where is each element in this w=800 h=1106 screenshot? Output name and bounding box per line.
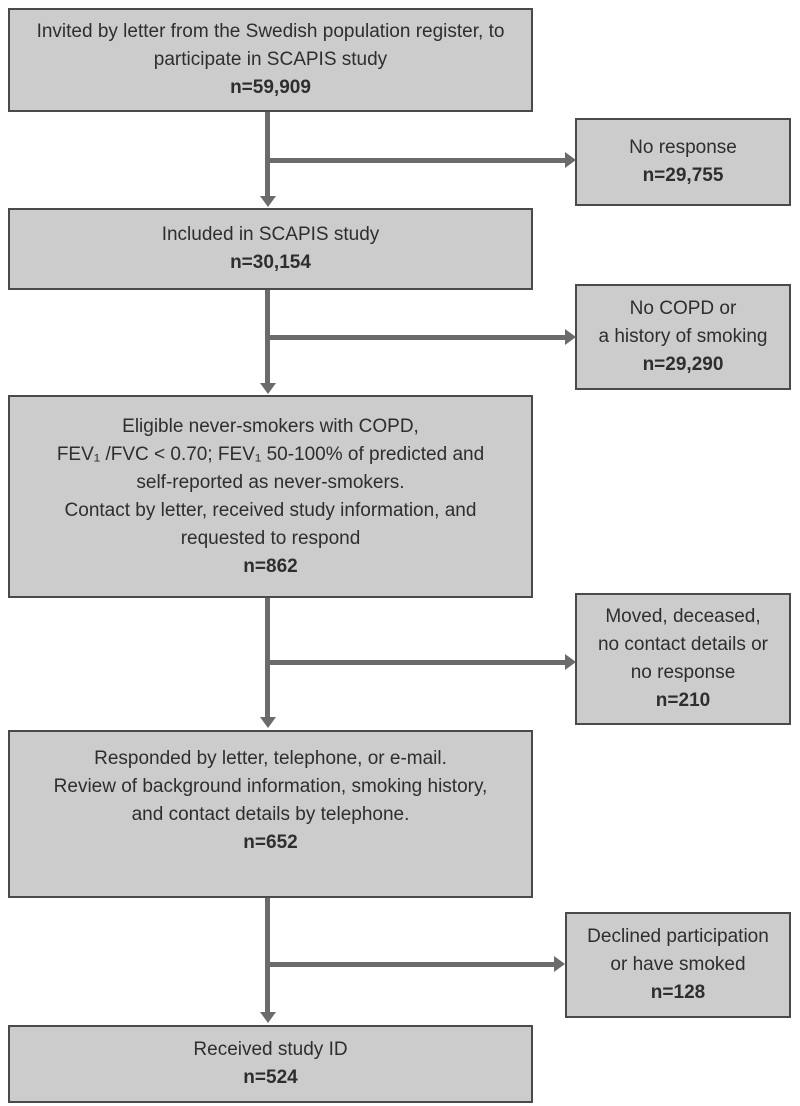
flow-box-responded-text: Responded by letter, telephone, or e-mai… [53,748,488,825]
arrow-branch-3-line [267,660,566,665]
flow-box-invited-count: n=59,909 [230,77,311,98]
arrow-branch-2-head-icon [565,329,576,345]
arrow-branch-1-line [267,158,566,163]
flow-box-responded-count: n=652 [243,832,298,853]
flow-box-invited: Invited by letter from the Swedish popul… [8,8,533,112]
flow-box-received-id: Received study ID n=524 [8,1025,533,1103]
flow-box-received-id-text: Received study ID [193,1039,348,1060]
flow-box-included-count: n=30,154 [230,252,311,273]
flow-box-no-copd-text: No COPD or a history of smoking [598,298,768,347]
arrow-branch-1-head-icon [565,152,576,168]
arrow-down-1-line [265,112,270,197]
arrow-branch-4-head-icon [554,956,565,972]
flow-box-no-copd-count: n=29,290 [642,354,724,375]
arrow-branch-4-line [267,962,555,967]
flow-box-no-response: No response n=29,755 [575,118,791,206]
flow-box-included-text: Included in SCAPIS study [161,224,380,245]
flow-box-included: Included in SCAPIS study n=30,154 [8,208,533,290]
flow-box-moved-deceased-text: Moved, deceased, no contact details or n… [597,606,769,683]
arrow-down-1-head-icon [260,196,276,207]
arrow-down-2-head-icon [260,383,276,394]
flow-box-responded: Responded by letter, telephone, or e-mai… [8,730,533,898]
flow-box-eligible-count: n=862 [243,555,298,577]
arrow-down-4-line [265,898,270,1013]
flow-box-no-response-count: n=29,755 [642,165,724,186]
flow-box-declined-count: n=128 [650,982,706,1003]
flow-box-invited-text: Invited by letter from the Swedish popul… [36,21,505,70]
flow-box-declined: Declined participation or have smoked n=… [565,912,791,1018]
flow-box-moved-deceased: Moved, deceased, no contact details or n… [575,593,791,725]
arrow-down-4-head-icon [260,1012,276,1023]
arrow-down-3-head-icon [260,717,276,728]
flow-box-received-id-count: n=524 [243,1067,298,1088]
arrow-down-3-line [265,598,270,718]
flow-box-no-response-text: No response [629,137,737,158]
arrow-branch-3-head-icon [565,654,576,670]
flow-box-no-copd: No COPD or a history of smoking n=29,290 [575,284,791,390]
flow-box-moved-deceased-count: n=210 [655,690,711,711]
flow-box-eligible: Eligible never-smokers with COPD, FEV₁ /… [8,395,533,598]
arrow-branch-2-line [267,335,566,340]
flow-box-declined-text: Declined participation or have smoked [587,926,769,975]
flow-box-eligible-text: Eligible never-smokers with COPD, FEV₁ /… [56,415,485,549]
